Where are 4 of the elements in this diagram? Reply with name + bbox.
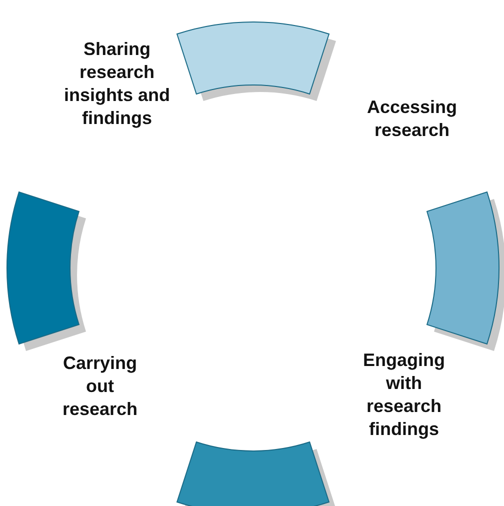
stage-label: Accessing research xyxy=(366,96,458,142)
stage-label: Engaging with research findings xyxy=(362,349,446,441)
stage-label: Sharing research insights and findings xyxy=(62,38,171,130)
stage-label: Carrying out research xyxy=(61,352,139,421)
